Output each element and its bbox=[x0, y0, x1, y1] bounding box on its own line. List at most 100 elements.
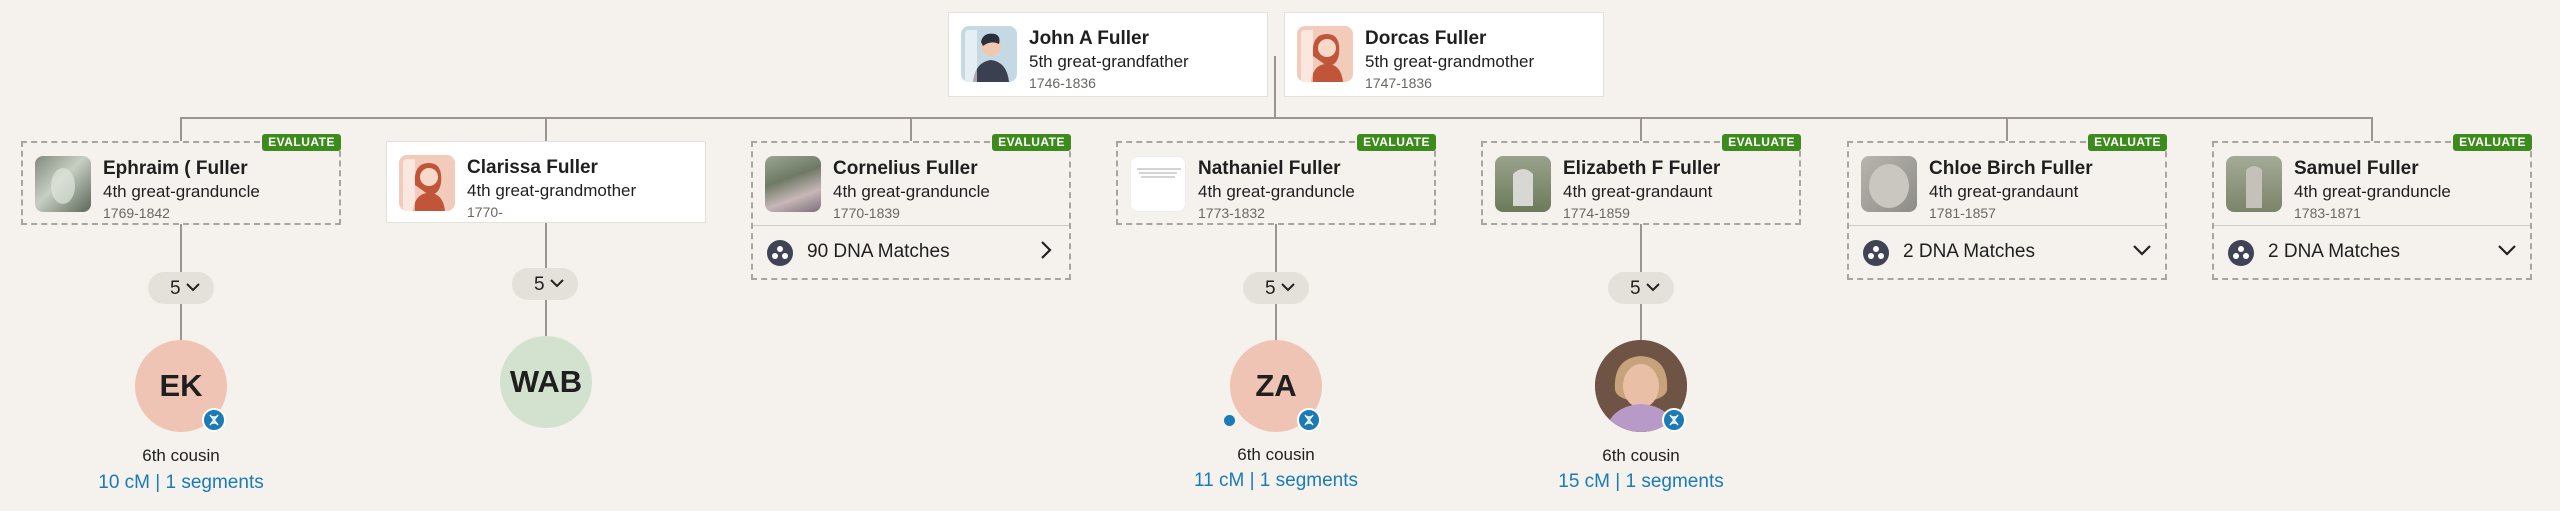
child-drop bbox=[2371, 117, 2373, 141]
match-avatar[interactable]: ZA bbox=[1230, 340, 1322, 432]
match-initials: WAB bbox=[509, 364, 583, 399]
chevron-down-icon bbox=[2498, 245, 2516, 256]
person-dates: 1769-1842 bbox=[103, 205, 170, 221]
child-card-nathaniel-fuller[interactable]: EVALUATE Nathaniel Fuller 4th great-gran… bbox=[1116, 134, 1436, 225]
child-card-samuel-fuller[interactable]: EVALUATE Samuel Fuller 4th great-grandun… bbox=[2212, 134, 2532, 280]
parent-connector bbox=[1274, 56, 1276, 118]
dna-badge-icon bbox=[202, 408, 226, 432]
parent-relationship: 5th great-grandfather bbox=[1029, 52, 1189, 71]
person-relationship: 4th great-grandaunt bbox=[1929, 182, 2079, 201]
person-name: Clarissa Fuller bbox=[467, 157, 598, 178]
person-dates: 1770- bbox=[467, 204, 503, 220]
parent-dates: 1746-1836 bbox=[1029, 75, 1096, 91]
descendant-count-dropdown[interactable]: 5 bbox=[1243, 272, 1309, 304]
person-dates: 1774-1859 bbox=[1563, 205, 1630, 221]
card-divider bbox=[2214, 225, 2530, 226]
portrait-photo bbox=[765, 156, 821, 212]
person-relationship: 4th great-grandmother bbox=[467, 181, 637, 200]
person-dates: 1783-1871 bbox=[2294, 205, 2361, 221]
child-drop bbox=[180, 117, 182, 141]
evaluate-badge[interactable]: EVALUATE bbox=[1357, 134, 1436, 151]
parent-card-dorcas-fuller[interactable]: Dorcas Fuller 5th great-grandmother 1747… bbox=[1284, 12, 1604, 97]
person-relationship: 4th great-grandaunt bbox=[1563, 182, 1713, 201]
match-relationship: 6th cousin bbox=[142, 446, 220, 465]
portrait-photo bbox=[35, 156, 91, 212]
evaluate-badge[interactable]: EVALUATE bbox=[2453, 134, 2532, 151]
dna-matches-label: 90 DNA Matches bbox=[807, 241, 950, 262]
descendant-count-dropdown[interactable]: 5 bbox=[1608, 272, 1674, 304]
gravestone-photo bbox=[2226, 156, 2282, 212]
gravestone-photo bbox=[1861, 156, 1917, 212]
person-dates: 1770-1839 bbox=[833, 205, 900, 221]
sibling-bar bbox=[180, 117, 2372, 119]
person-name: Nathaniel Fuller bbox=[1198, 158, 1341, 179]
match-avatar[interactable]: WAB bbox=[500, 336, 592, 428]
descendant-count: 5 bbox=[534, 274, 545, 295]
parent-name: Dorcas Fuller bbox=[1365, 28, 1487, 49]
person-name: Cornelius Fuller bbox=[833, 158, 978, 179]
child-card-chloe-fuller[interactable]: EVALUATE Chloe Birch Fuller 4th great-gr… bbox=[1847, 134, 2167, 280]
match-initials: ZA bbox=[1255, 368, 1297, 403]
child-drop bbox=[1640, 117, 1642, 141]
dna-matches-label: 2 DNA Matches bbox=[2268, 241, 2400, 262]
descendant-count: 5 bbox=[1630, 278, 1641, 299]
descendant-count-dropdown[interactable]: 5 bbox=[148, 272, 214, 304]
child-drop bbox=[545, 117, 547, 141]
match-cm-link[interactable]: 15 cM | 1 segments bbox=[1558, 471, 1724, 492]
evaluate-badge[interactable]: EVALUATE bbox=[2088, 134, 2167, 151]
person-dates: 1781-1857 bbox=[1929, 205, 1996, 221]
chevron-down-icon bbox=[1281, 283, 1295, 292]
dna-people-icon bbox=[1863, 240, 1889, 266]
person-relationship: 4th great-granduncle bbox=[833, 182, 990, 201]
female-avatar-icon bbox=[399, 155, 455, 211]
dna-matches-row[interactable]: 2 DNA Matches bbox=[1849, 226, 2165, 278]
match-cm-link[interactable]: 10 cM | 1 segments bbox=[98, 472, 264, 493]
parent-card-john-fuller[interactable]: John A Fuller 5th great-grandfather 1746… bbox=[948, 12, 1268, 97]
dna-matches-label: 2 DNA Matches bbox=[1903, 241, 2035, 262]
child-card-clarissa-fuller[interactable]: Clarissa Fuller 4th great-grandmother 17… bbox=[386, 141, 706, 223]
card-divider bbox=[1849, 225, 2165, 226]
new-match-dot bbox=[1224, 415, 1235, 426]
dna-people-icon bbox=[2228, 240, 2254, 266]
dna-matches-row[interactable]: 90 DNA Matches bbox=[753, 226, 1069, 278]
chevron-down-icon bbox=[1646, 283, 1660, 292]
child-card-cornelius-fuller[interactable]: EVALUATE Cornelius Fuller 4th great-gran… bbox=[751, 134, 1071, 280]
evaluate-badge[interactable]: EVALUATE bbox=[992, 134, 1071, 151]
parent-relationship: 5th great-grandmother bbox=[1365, 52, 1535, 71]
chevron-right-icon bbox=[1041, 241, 1052, 259]
chevron-down-icon bbox=[550, 279, 564, 288]
male-avatar-icon bbox=[961, 26, 1017, 82]
person-name: Samuel Fuller bbox=[2294, 158, 2419, 179]
card-divider bbox=[753, 225, 1069, 226]
child-drop bbox=[2006, 117, 2008, 141]
person-relationship: 4th great-granduncle bbox=[1198, 182, 1355, 201]
match-cm-link[interactable]: 11 cM | 1 segments bbox=[1193, 470, 1359, 491]
person-name: Elizabeth F Fuller bbox=[1563, 158, 1721, 179]
parent-name: John A Fuller bbox=[1029, 28, 1149, 49]
chevron-down-icon bbox=[186, 283, 200, 292]
person-name: Chloe Birch Fuller bbox=[1929, 158, 2093, 179]
gravestone-photo bbox=[1495, 156, 1551, 212]
person-name: Ephraim ( Fuller bbox=[103, 158, 248, 179]
evaluate-badge[interactable]: EVALUATE bbox=[1722, 134, 1801, 151]
descendant-count: 5 bbox=[170, 278, 181, 299]
child-card-ephraim-fuller[interactable]: EVALUATE Ephraim ( Fuller 4th great-gran… bbox=[21, 134, 341, 225]
person-dates: 1773-1832 bbox=[1198, 205, 1265, 221]
dna-people-icon bbox=[767, 240, 793, 266]
descendant-count-dropdown[interactable]: 5 bbox=[512, 268, 578, 300]
document-photo bbox=[1130, 156, 1186, 212]
person-relationship: 4th great-granduncle bbox=[2294, 182, 2451, 201]
person-relationship: 4th great-granduncle bbox=[103, 182, 260, 201]
female-avatar-icon bbox=[1297, 26, 1353, 82]
match-initials: EK bbox=[159, 368, 203, 403]
match-relationship: 6th cousin bbox=[1237, 445, 1315, 464]
match-relationship: 6th cousin bbox=[1602, 446, 1680, 465]
dna-matches-row[interactable]: 2 DNA Matches bbox=[2214, 226, 2530, 278]
evaluate-badge[interactable]: EVALUATE bbox=[262, 134, 341, 151]
chevron-down-icon bbox=[2133, 245, 2151, 256]
descendant-count: 5 bbox=[1265, 278, 1276, 299]
child-drop bbox=[910, 117, 912, 141]
match-avatar-photo[interactable] bbox=[1595, 340, 1687, 432]
dna-badge-icon bbox=[1662, 408, 1686, 432]
child-card-elizabeth-fuller[interactable]: EVALUATE Elizabeth F Fuller 4th great-gr… bbox=[1481, 134, 1801, 225]
